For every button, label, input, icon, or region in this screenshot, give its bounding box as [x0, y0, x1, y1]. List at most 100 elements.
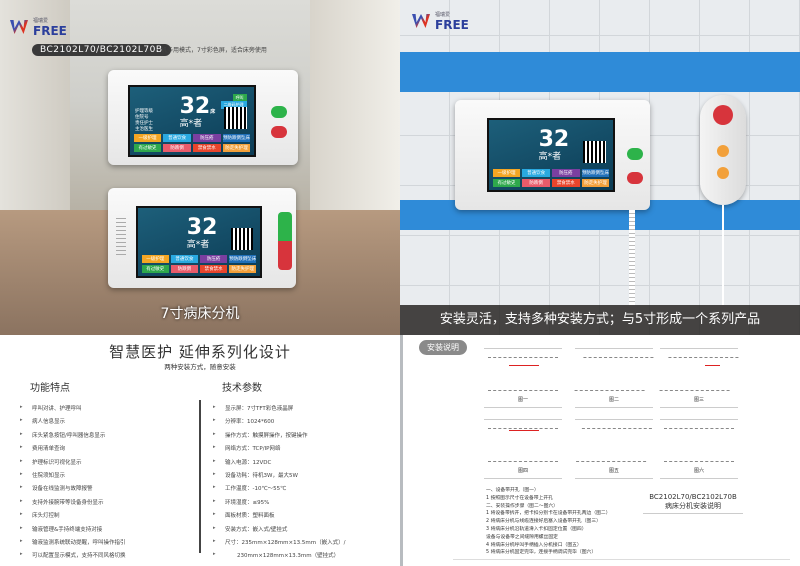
green-call-button[interactable] [627, 148, 643, 160]
device-on-rail: 32 高*者 一级护理 普通饮食 防压疮 预防跌倒坠床 有过敏史 防跌倒 禁食禁… [455, 100, 650, 210]
care-tag[interactable]: 防压疮 [200, 255, 228, 264]
qr-care-button[interactable]: 二维码护理 [220, 100, 247, 109]
care-tag[interactable]: 预防跌倒坠床 [581, 169, 610, 178]
device-wall-mounted: 32床 高*者 护理等级住院号责任护士主治医生 呼叫 二维码护理 一级护理 普通… [108, 70, 298, 165]
spec-item: 尺寸：235mm×128mm×13.5mm（嵌入式）/ [213, 538, 345, 551]
feature-item: 支持外接腕带等设备身份显示 [20, 498, 126, 511]
call-cancel-keys[interactable] [278, 212, 292, 270]
spec-item: 输入电源：12VDC [213, 458, 345, 471]
model-badge: BC2102L70/BC2102L70B [32, 44, 171, 56]
coiled-cable [629, 210, 635, 305]
spec-item: 环境湿度：≤95% [213, 498, 345, 511]
green-call-button[interactable] [271, 106, 287, 118]
spec-item: 网络方式：TCP/IP网络 [213, 444, 345, 457]
care-tag[interactable]: 预防跌倒坠床 [222, 134, 251, 143]
care-tag[interactable]: 防跌倒 [170, 265, 198, 274]
qr-code [224, 107, 247, 130]
care-tag[interactable]: 禁食禁水 [200, 265, 228, 274]
figure-1: 图一 [484, 348, 562, 408]
installation-notes: 一、设备带开孔（图一） 1 按照图示尺寸在设备带上开孔 二、安装操作步骤（图二～… [486, 487, 611, 557]
info-line: 主治医生 [134, 126, 153, 132]
care-tag[interactable]: 一级护理 [133, 134, 162, 143]
figure-6: 图六 [660, 419, 738, 479]
info-line: 住院号 [134, 114, 149, 120]
call-button[interactable]: 呼叫 [232, 93, 247, 102]
care-tag[interactable]: 一级护理 [492, 169, 521, 178]
device-screen: 32床 高*者 护理等级住院号责任护士主治医生 呼叫 二维码护理 一级护理 普通… [128, 85, 256, 157]
care-tag[interactable]: 禁食禁水 [552, 179, 580, 188]
figure-label: 图五 [608, 468, 619, 474]
red-cancel-button[interactable] [271, 126, 287, 138]
care-tag[interactable]: 有过敏史 [141, 265, 169, 274]
feature-item: 输液管理&手持终端支持对接 [20, 525, 126, 538]
features-and-specs: 智慧医护 延伸系列化设计 两种安装方式，随意安装 功能特点 技术参数 呼叫对讲、… [0, 335, 400, 566]
specs-list: 显示屏：7寸TFT彩色液晶屏 分辨率：1024*600 操作方式：触摸屏操作，按… [213, 404, 345, 560]
emergency-button[interactable] [713, 105, 733, 125]
care-tag[interactable]: 一级护理 [141, 255, 169, 264]
feature-item: 病人信息显示 [20, 417, 126, 430]
logo-mark-icon [410, 10, 432, 30]
care-tag[interactable]: 普通饮食 [163, 134, 191, 143]
figure-2: 图二 [574, 348, 654, 408]
doc-title-model: BC2102L70/BC2102L70B [649, 493, 737, 501]
section-label: 安装说明 [419, 340, 467, 355]
figure-5: 图五 [575, 419, 653, 479]
bed-number: 32 [538, 127, 570, 152]
care-tag[interactable]: 普通饮食 [170, 255, 198, 264]
feature-item: 设备在线监测与故障报警 [20, 484, 126, 497]
patient-name: 高*者 [186, 239, 210, 250]
bed-number: 32 [186, 214, 218, 240]
brand-name: FREE [33, 24, 67, 38]
light-button[interactable] [717, 167, 729, 179]
care-tag[interactable]: 防压疮 [193, 134, 221, 143]
features-list: 呼叫对讲、护理呼叫 病人信息显示 床头紧急按钮/呼叫器信息显示 费用清单查询 护… [20, 404, 126, 565]
care-tag[interactable]: 防压疮 [552, 169, 580, 178]
device-screen: 32 高*者 一级护理 普通饮食 防压疮 预防跌倒坠床 有过敏史 防跌倒 禁食禁… [136, 206, 262, 278]
figure-4: 图四 [484, 419, 562, 479]
feature-item: 住院须知显示 [20, 471, 126, 484]
care-tag[interactable]: 防跌倒 [522, 179, 550, 188]
care-tag[interactable]: 禁食禁水 [193, 144, 221, 153]
figure-label: 图二 [608, 397, 619, 403]
note-line: 1 按照图示尺寸在设备带上开孔 [486, 495, 553, 501]
spec-item: 面板材质：塑料面板 [213, 511, 345, 524]
note-line: 二、安装操作步骤（图二～图六） [486, 503, 558, 509]
figure-3: 图三 [659, 348, 739, 408]
feature-item: 床头灯控制 [20, 511, 126, 524]
care-tag[interactable]: 有过敏史 [492, 179, 521, 188]
note-line: 2 将病床分机与线缆连接好后塞入设备带开孔（图三） [486, 519, 601, 525]
care-tag[interactable]: 预防跌倒坠床 [229, 255, 257, 264]
doc-title-text: 病床分机安装说明 [665, 502, 721, 510]
bed-number: 32 [179, 93, 211, 119]
column-divider [199, 400, 201, 553]
figure-label: 图六 [693, 468, 704, 474]
qr-code [230, 228, 253, 251]
spec-item: 230mm×128mm×13.3mm（壁挂式） [213, 551, 345, 560]
care-tag[interactable]: 防走失护理 [581, 179, 610, 188]
care-tag[interactable]: 防走失护理 [222, 144, 251, 153]
care-tag[interactable]: 普通饮食 [522, 169, 550, 178]
spec-item: 工作温度：-10℃～55℃ [213, 484, 345, 497]
care-tag[interactable]: 有过敏史 [133, 144, 162, 153]
nurse-button[interactable] [717, 145, 729, 157]
call-handset[interactable] [700, 95, 746, 205]
figure-label: 图四 [517, 468, 528, 474]
care-tag[interactable]: 防走失护理 [229, 265, 257, 274]
logo-mark-icon [8, 16, 30, 36]
note-line: 设备与设备带之间缝隙用螺丝固定 [486, 534, 558, 540]
brand-name: FREE [435, 18, 469, 32]
spec-item: 设备功耗：待机3W，最大5W [213, 471, 345, 484]
feature-item: 呼叫对讲、护理呼叫 [20, 404, 126, 417]
red-cancel-button[interactable] [627, 172, 643, 184]
feature-item: 输液监测系统联动提醒，呼叫操作指引 [20, 538, 126, 551]
patient-name: 高*者 [179, 118, 203, 129]
spec-item: 显示屏：7寸TFT彩色液晶屏 [213, 404, 345, 417]
device-screen: 32 高*者 一级护理 普通饮食 防压疮 预防跌倒坠床 有过敏史 防跌倒 禁食禁… [487, 118, 615, 192]
note-line: 3 将病床分机沿轨道滑入卡扣固定位置（图四） [486, 526, 587, 532]
caption: 安装灵活，支持多种安装方式；与5寸形成一个系列产品 [400, 305, 800, 335]
feature-item: 费用清单查询 [20, 444, 126, 457]
care-tag[interactable]: 防跌倒 [163, 144, 191, 153]
bed-unit: 床 [210, 108, 216, 115]
